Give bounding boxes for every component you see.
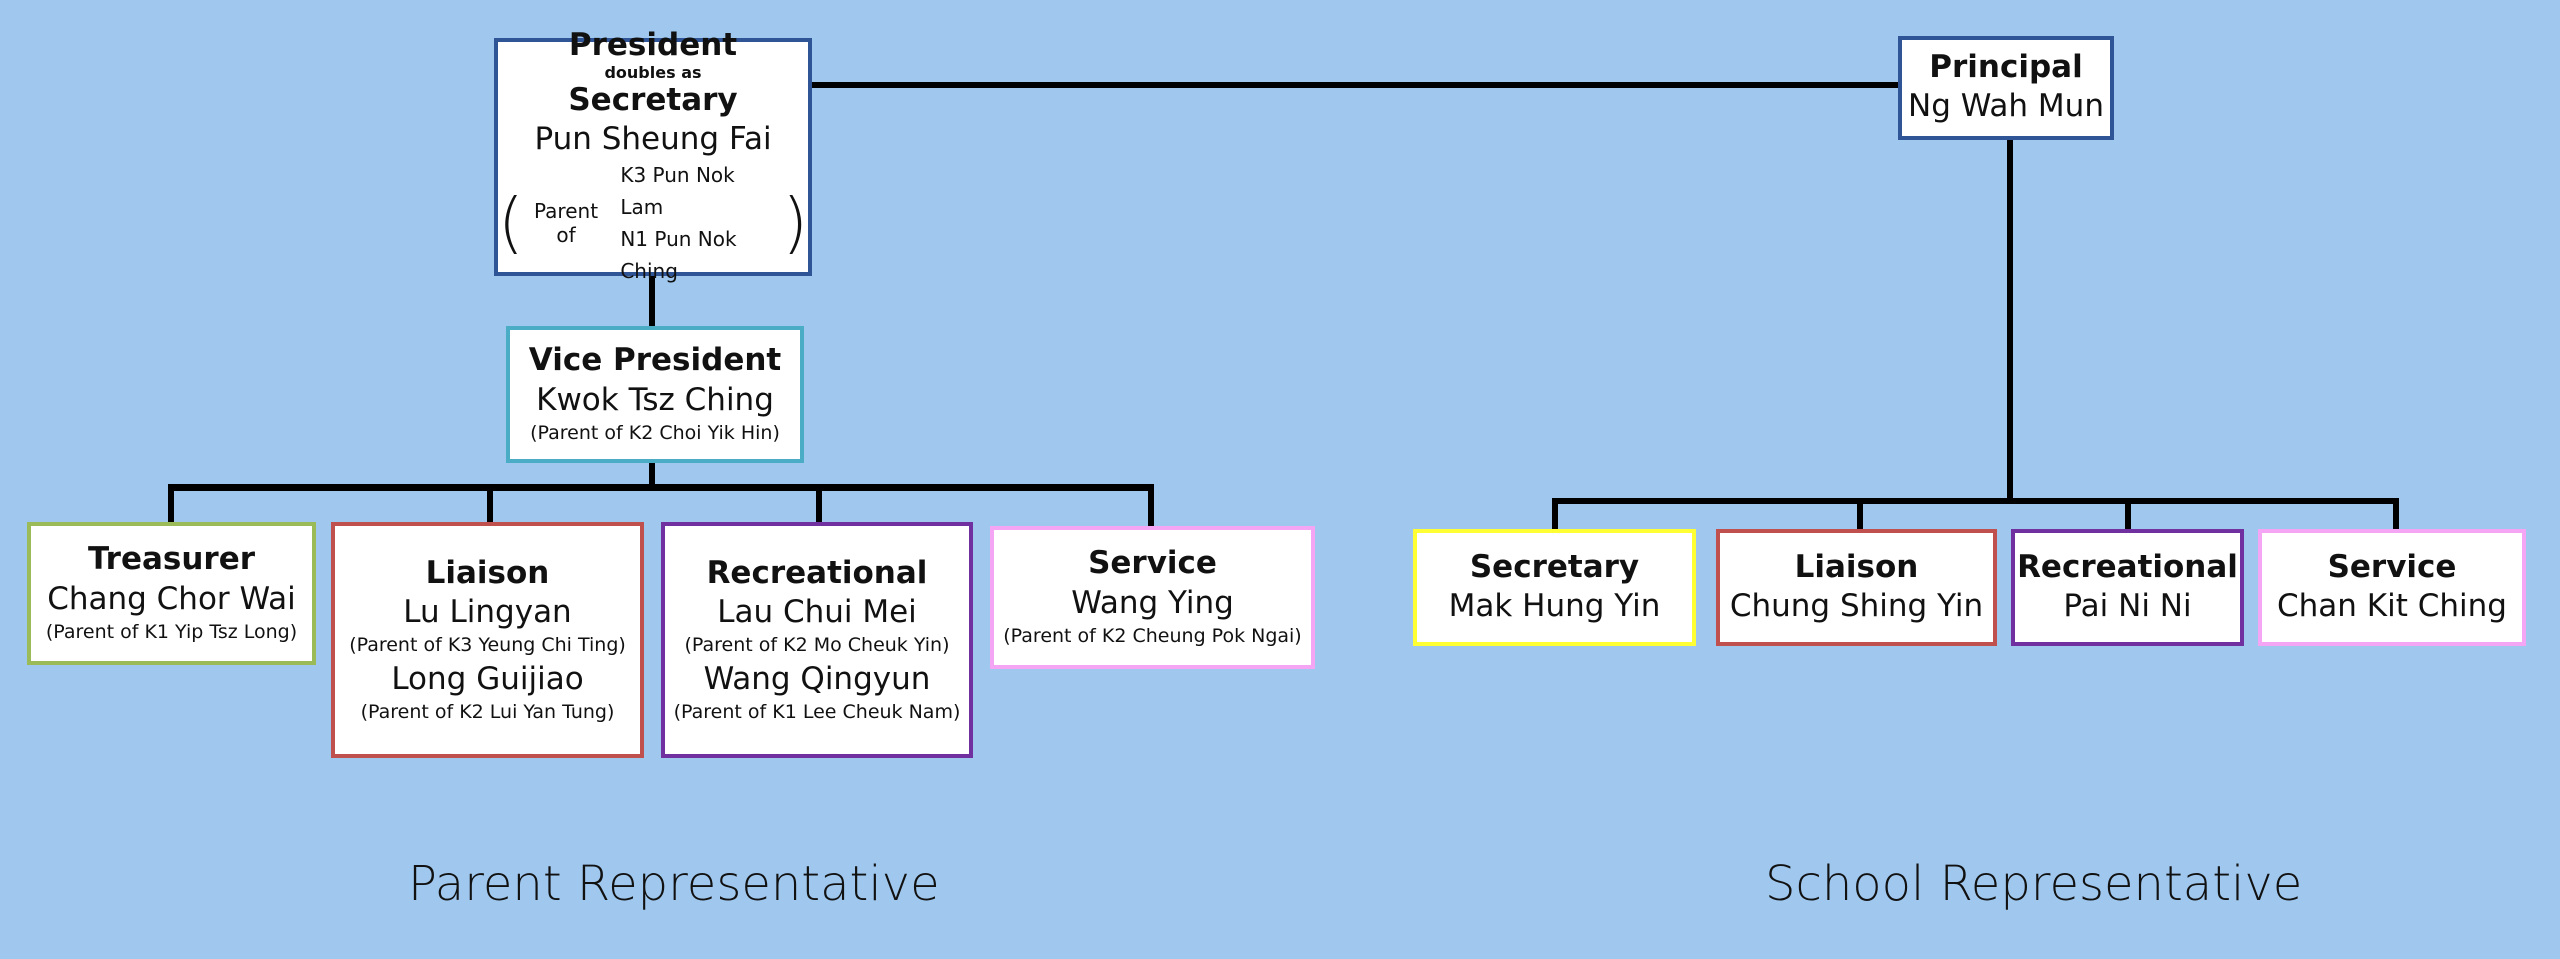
connector-president-principal [808, 82, 1900, 88]
president-children: K3 Pun Nok Lam N1 Pun Nok Ching [620, 159, 782, 287]
liaison-member-name: Long Guijiao [391, 660, 584, 697]
school-liaison-name: Chung Shing Yin [1729, 587, 1984, 624]
treasurer-note: (Parent of K1 Yip Tsz Long) [45, 620, 298, 643]
connector-president-vp [649, 274, 655, 328]
principal-box: Principal Ng Wah Mun [1898, 36, 2114, 140]
school-liaison-role: Liaison [1794, 548, 1919, 585]
president-role: President [568, 26, 738, 63]
service-name: Wang Ying [1071, 584, 1234, 621]
school-service-name: Chan Kit Ching [2277, 587, 2507, 624]
open-paren: ( [498, 184, 524, 262]
school-secretary-box: Secretary Mak Hung Yin [1413, 529, 1696, 646]
service-note: (Parent of K2 Cheung Pok Ngai) [1003, 624, 1302, 647]
connector-school-secretary-drop [1552, 498, 1558, 530]
liaison-member-name: Lu Lingyan [403, 593, 572, 630]
president-name: Pun Sheung Fai [534, 120, 772, 157]
president-connector-text: doubles as [604, 63, 702, 83]
president-parent-label: Parent of [534, 199, 599, 248]
treasurer-role: Treasurer [87, 541, 256, 578]
parent-section-title: Parent Representative [408, 856, 940, 912]
service-role: Service [1088, 545, 1217, 582]
liaison-member-note: (Parent of K2 Lui Yan Tung) [360, 700, 615, 723]
connector-school-recreational-drop [2125, 498, 2131, 530]
president-child: K3 Pun Nok Lam [620, 163, 735, 220]
school-service-box: Service Chan Kit Ching [2258, 529, 2526, 646]
connector-treasurer-drop [168, 484, 174, 524]
recreational-box: Recreational Lau Chui Mei (Parent of K2 … [661, 522, 973, 758]
president-box: President doubles as Secretary Pun Sheun… [494, 27, 812, 283]
school-secretary-role: Secretary [1469, 548, 1640, 585]
recreational-member-note: (Parent of K1 Lee Cheuk Nam) [673, 700, 961, 723]
school-secretary-name: Mak Hung Yin [1448, 587, 1661, 624]
connector-parent-bus [168, 484, 1154, 491]
vice-president-box: Vice President Kwok Tsz Ching (Parent of… [506, 326, 804, 463]
recreational-member-note: (Parent of K2 Mo Cheuk Yin) [684, 634, 950, 656]
connector-school-liaison-drop [1857, 498, 1863, 530]
connector-liaison-drop [487, 484, 493, 524]
connector-principal-bus [2007, 138, 2013, 503]
service-box: Service Wang Ying (Parent of K2 Cheung P… [990, 526, 1315, 669]
recreational-member-name: Lau Chui Mei [717, 593, 917, 630]
connector-school-service-drop [2393, 498, 2399, 530]
treasurer-name: Chang Chor Wai [47, 580, 296, 617]
recreational-role: Recreational [706, 554, 928, 591]
school-service-role: Service [2327, 548, 2457, 585]
school-liaison-box: Liaison Chung Shing Yin [1716, 529, 1997, 646]
principal-role: Principal [1929, 49, 2083, 86]
president-children-row: ( Parent of K3 Pun Nok Lam N1 Pun Nok Ch… [498, 159, 808, 287]
principal-name: Ng Wah Mun [1908, 88, 2104, 125]
school-recreational-role: Recreational [2017, 548, 2238, 585]
president-role2: Secretary [568, 81, 738, 118]
vice-president-note: (Parent of K2 Choi Yik Hin) [530, 421, 780, 444]
connector-school-bus [1552, 498, 2399, 504]
vice-president-role: Vice President [528, 342, 782, 379]
connector-recreational-drop [816, 484, 822, 524]
treasurer-box: Treasurer Chang Chor Wai (Parent of K1 Y… [27, 522, 316, 665]
school-recreational-box: Recreational Pai Ni Ni [2011, 529, 2244, 646]
school-section-title: School Representative [1765, 856, 2303, 912]
school-recreational-name: Pai Ni Ni [2063, 587, 2192, 624]
connector-service-drop [1148, 484, 1154, 528]
president-child: N1 Pun Nok Ching [620, 227, 737, 284]
connector-vp-bus [649, 461, 655, 489]
close-paren: ) [782, 184, 808, 262]
vice-president-name: Kwok Tsz Ching [536, 381, 774, 418]
liaison-box: Liaison Lu Lingyan (Parent of K3 Yeung C… [331, 522, 644, 758]
recreational-member-name: Wang Qingyun [703, 660, 931, 697]
liaison-role: Liaison [425, 554, 550, 591]
liaison-member-note: (Parent of K3 Yeung Chi Ting) [349, 634, 626, 656]
